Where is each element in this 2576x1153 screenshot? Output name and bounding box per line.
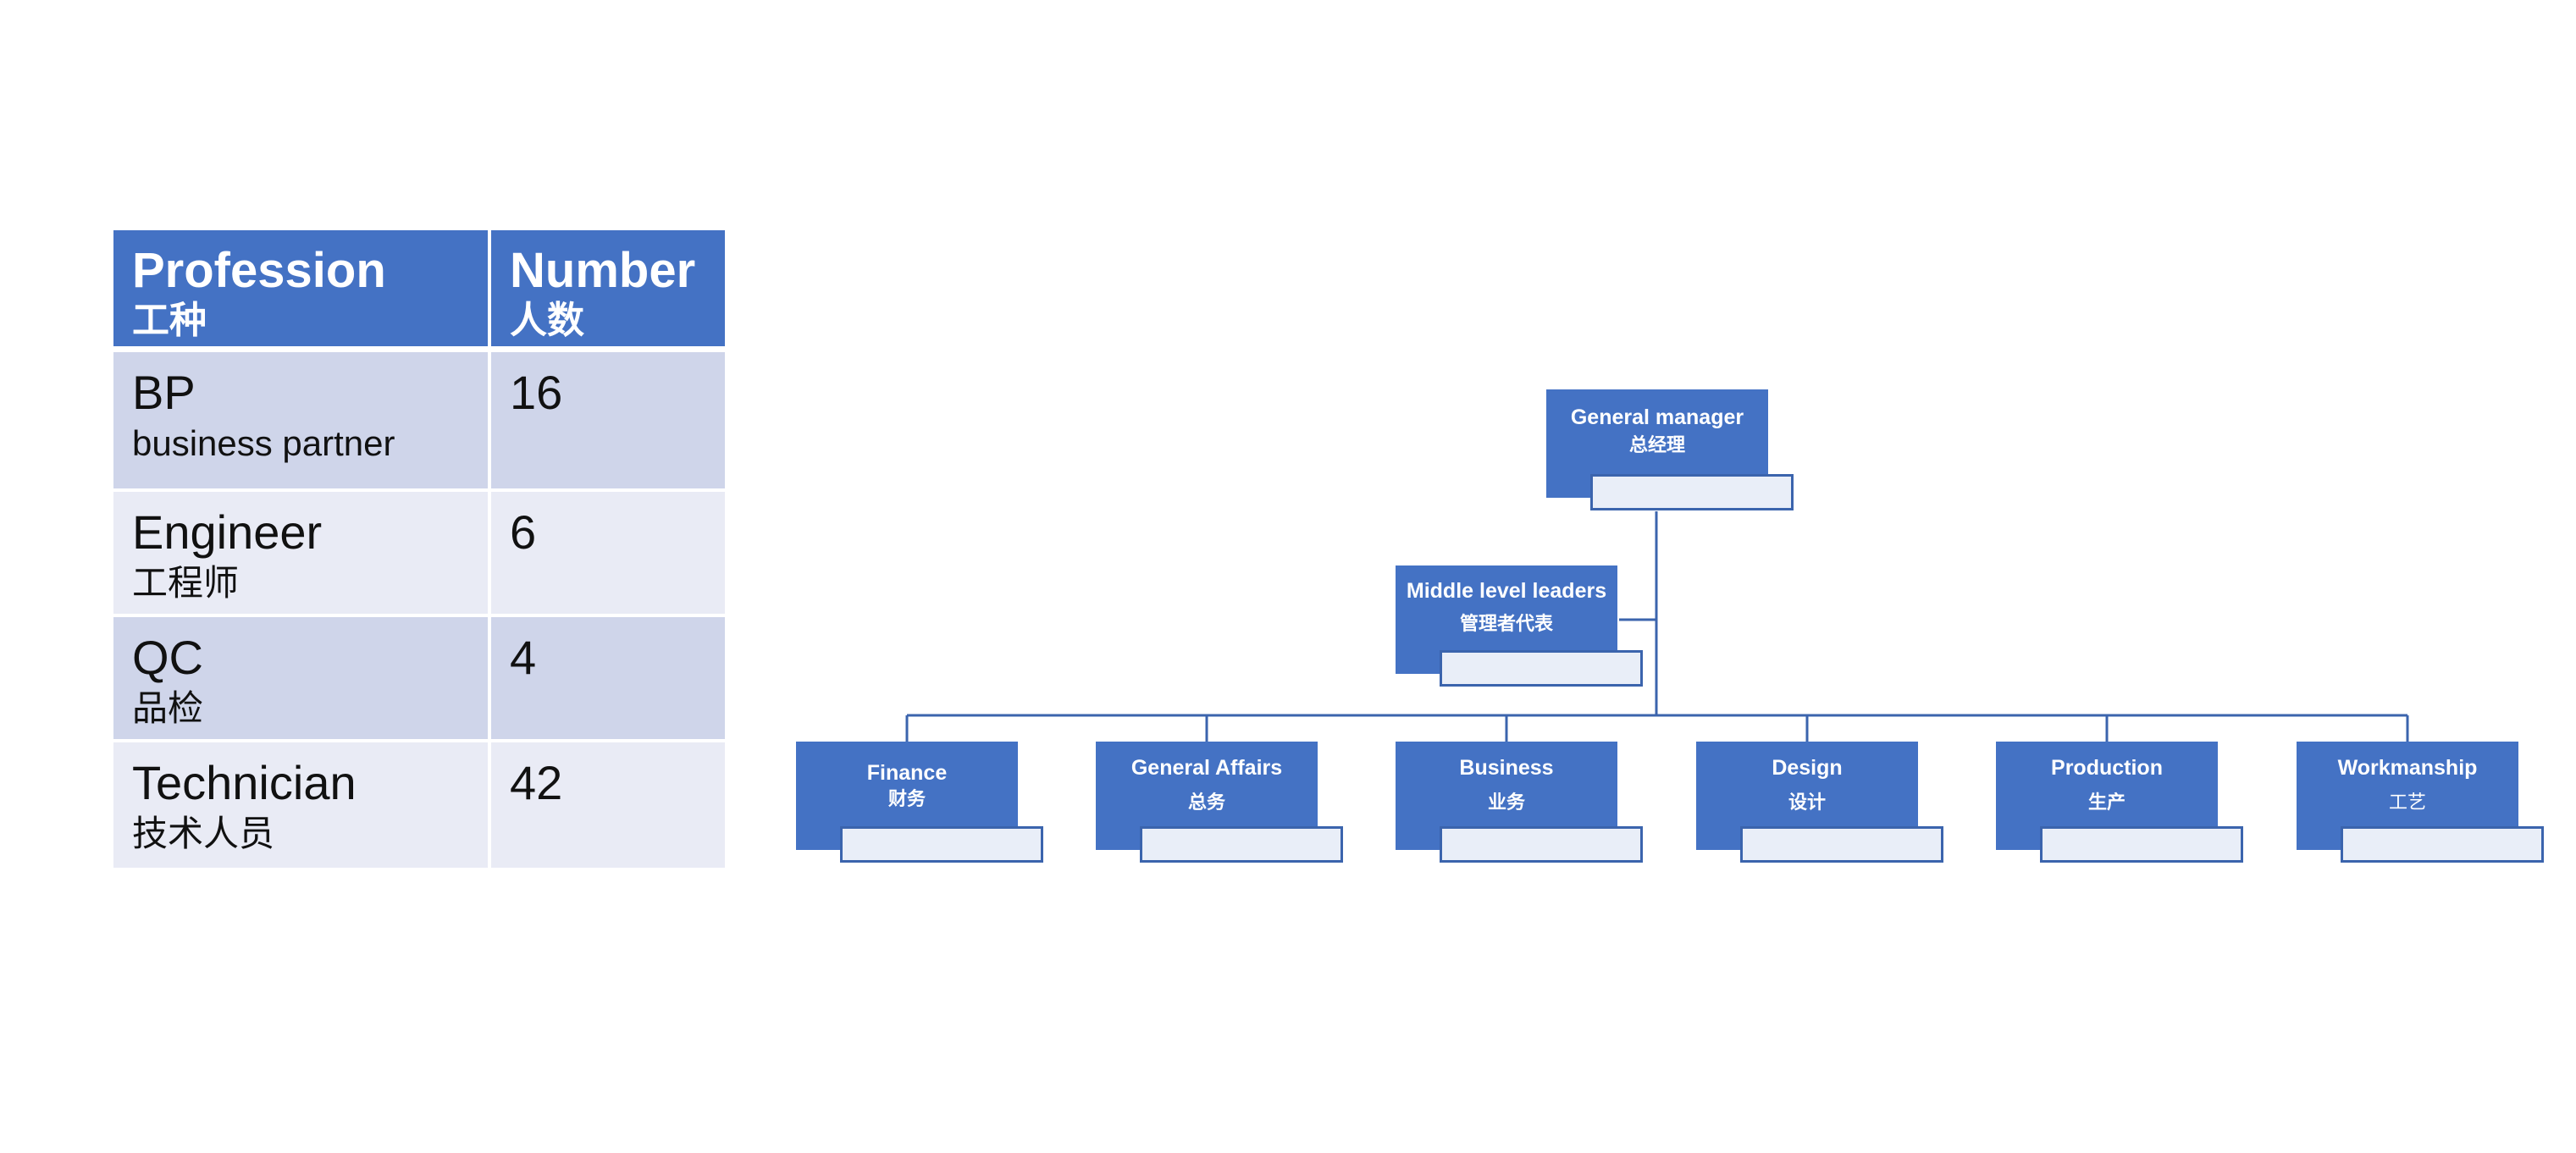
- profession-cell: Technician 技术人员: [113, 742, 491, 868]
- profession-name: Technician: [132, 756, 357, 809]
- profession-name: BP: [132, 366, 196, 419]
- profession-subtitle: business partner: [132, 423, 395, 463]
- node-title-en: Design: [1772, 756, 1843, 780]
- profession-name: QC: [132, 631, 203, 684]
- name-placeholder-box: [840, 826, 1043, 863]
- header-label-en: Number: [510, 243, 696, 298]
- number-cell: 4: [491, 617, 725, 742]
- table-header-row: Profession 工种 Number 人数: [113, 230, 725, 352]
- node-title-en: General Affairs: [1130, 756, 1283, 780]
- name-placeholder-box: [2341, 826, 2544, 863]
- number-cell: 6: [491, 492, 725, 617]
- org-node-general-affairs: General Affairs 总务: [1096, 742, 1343, 863]
- name-placeholder-box: [1440, 650, 1643, 687]
- node-title-cn: 设计: [1788, 792, 1826, 814]
- node-title-cn: 总经理: [1628, 435, 1685, 456]
- headcount-value: 6: [510, 505, 537, 559]
- org-node-middle-level-leaders: Middle level leaders 管理者代表: [1396, 565, 1643, 687]
- table-row: Engineer 工程师 6: [113, 492, 725, 617]
- org-node-workmanship: Workmanship 工艺: [2297, 742, 2544, 863]
- node-title-cn: 总务: [1187, 792, 1225, 814]
- name-placeholder-box: [1440, 826, 1643, 863]
- node-title-cn: 业务: [1487, 792, 1525, 814]
- name-placeholder-box: [1740, 826, 1943, 863]
- org-node-design: Design 设计: [1696, 742, 1943, 863]
- header-label-cn: 人数: [510, 299, 584, 342]
- profession-subtitle: 工程师: [132, 562, 240, 604]
- profession-cell: QC 品检: [113, 617, 491, 742]
- node-title-en: Production: [2051, 756, 2163, 780]
- org-node-business: Business 业务: [1396, 742, 1643, 863]
- number-cell: 16: [491, 352, 725, 492]
- name-placeholder-box: [1140, 826, 1343, 863]
- name-placeholder-box: [2040, 826, 2243, 863]
- profession-subtitle: 品检: [132, 687, 204, 729]
- headcount-value: 4: [510, 631, 537, 684]
- column-header-number: Number 人数: [491, 230, 725, 352]
- node-title-en: Business: [1459, 756, 1554, 780]
- profession-cell: Engineer 工程师: [113, 492, 491, 617]
- org-node-finance: Finance 财务: [796, 742, 1043, 863]
- table-row: Technician 技术人员 42: [113, 742, 725, 868]
- name-placeholder-box: [1590, 474, 1794, 510]
- headcount-value: 42: [510, 756, 563, 809]
- node-title-cn: 生产: [2087, 792, 2125, 814]
- org-node-production: Production 生产: [1996, 742, 2243, 863]
- table-row: BP business partner 16: [113, 352, 725, 492]
- number-cell: 42: [491, 742, 725, 868]
- node-title-en: Finance: [866, 761, 948, 785]
- headcount-value: 16: [510, 366, 563, 419]
- staff-count-table: Profession 工种 Number 人数 BP business part…: [113, 230, 725, 868]
- node-title-en: Workmanship: [2337, 756, 2478, 780]
- profession-subtitle: 技术人员: [132, 813, 275, 854]
- profession-cell: BP business partner: [113, 352, 491, 492]
- node-title-cn: 管理者代表: [1459, 614, 1553, 635]
- header-label-en: Profession: [132, 243, 386, 298]
- header-label-cn: 工种: [132, 299, 207, 342]
- node-title-en: Middle level leaders: [1406, 579, 1607, 603]
- node-title-cn: 工艺: [2388, 792, 2426, 814]
- table-row: QC 品检 4: [113, 617, 725, 742]
- column-header-profession: Profession 工种: [113, 230, 491, 352]
- org-node-general-manager: General manager 总经理: [1546, 389, 1794, 510]
- node-title-en: General manager: [1570, 405, 1744, 429]
- node-title-cn: 财务: [887, 789, 926, 810]
- profession-name: Engineer: [132, 505, 323, 559]
